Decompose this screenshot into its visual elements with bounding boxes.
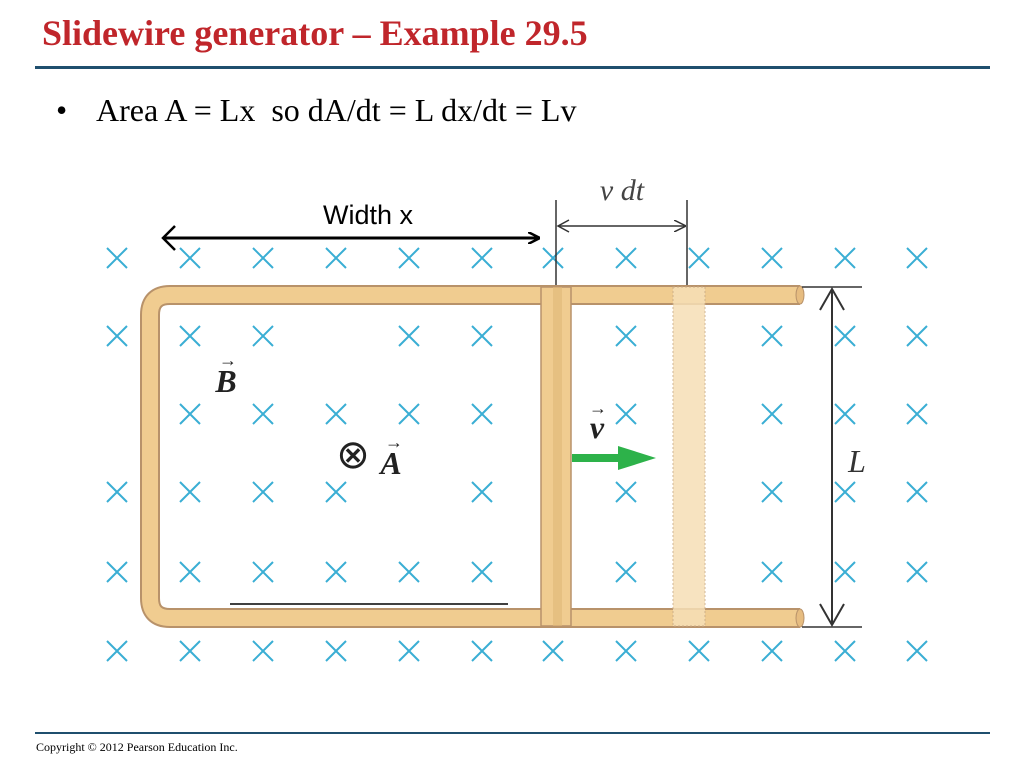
rail-end-top (795, 285, 805, 305)
footer-divider (35, 732, 990, 734)
field-x-marker (906, 247, 928, 269)
field-x-marker (252, 325, 274, 347)
field-x-marker (615, 325, 637, 347)
width-label: Width x (323, 200, 414, 230)
field-x-marker (761, 561, 783, 583)
vdt-label: v dt (600, 174, 645, 207)
field-vector-arrow: → (219, 350, 237, 370)
field-x-marker (325, 481, 347, 503)
length-arrow-head-bottom (819, 603, 845, 628)
field-x-marker (106, 247, 128, 269)
field-x-marker (615, 247, 637, 269)
field-x-marker (252, 481, 274, 503)
velocity-arrow-head (618, 446, 656, 470)
field-x-marker (179, 561, 201, 583)
field-x-marker (106, 481, 128, 503)
field-x-marker (106, 325, 128, 347)
field-x-marker (615, 481, 637, 503)
length-arrow-head-top (819, 286, 845, 311)
field-x-marker (542, 247, 564, 269)
field-x-marker (325, 640, 347, 662)
area-label: A (378, 445, 401, 481)
field-x-marker (761, 481, 783, 503)
width-arrow-head-left (161, 225, 176, 251)
field-x-marker (906, 325, 928, 347)
field-x-marker (325, 247, 347, 269)
field-x-marker (834, 481, 856, 503)
field-x-marker (179, 640, 201, 662)
field-x-marker (471, 325, 493, 347)
field-x-marker (761, 325, 783, 347)
area-into-page-symbol: ⊗ (336, 432, 370, 477)
field-x-marker (398, 247, 420, 269)
field-label: B (214, 363, 236, 399)
field-x-marker (106, 561, 128, 583)
bullet-marker: • (56, 92, 68, 128)
magnetic-field-grid (106, 247, 928, 662)
field-x-marker (906, 403, 928, 425)
field-x-marker (834, 325, 856, 347)
field-x-marker (398, 640, 420, 662)
u-rail (142, 287, 800, 626)
area-vector-arrow: → (385, 432, 403, 452)
title-divider (35, 66, 990, 69)
field-x-marker (542, 640, 564, 662)
field-x-marker (906, 561, 928, 583)
field-x-marker (179, 481, 201, 503)
field-x-marker (615, 561, 637, 583)
rod-later-position (672, 286, 706, 627)
field-x-marker (471, 403, 493, 425)
field-x-marker (252, 403, 274, 425)
field-x-marker (761, 247, 783, 269)
field-x-marker (761, 403, 783, 425)
field-x-marker (906, 481, 928, 503)
bullet-text: Area A = Lx so dA/dt = L dx/dt = Lv (96, 92, 577, 128)
field-x-marker (615, 640, 637, 662)
field-x-marker (471, 481, 493, 503)
field-x-marker (471, 561, 493, 583)
field-x-marker (398, 403, 420, 425)
field-x-marker (398, 561, 420, 583)
sliding-rod-shade (553, 287, 562, 626)
field-x-marker (179, 325, 201, 347)
field-x-marker (615, 403, 637, 425)
field-x-marker (106, 640, 128, 662)
field-x-marker (471, 247, 493, 269)
slidewire-diagram: Width x v dt L B → v → ⊗ A → (106, 174, 928, 662)
field-x-marker (398, 325, 420, 347)
length-label: L (847, 443, 866, 479)
field-x-marker (834, 247, 856, 269)
field-x-marker (471, 640, 493, 662)
field-x-marker (834, 403, 856, 425)
field-x-marker (252, 640, 274, 662)
field-x-marker (761, 640, 783, 662)
field-x-marker (834, 561, 856, 583)
velocity-label: v (590, 409, 605, 445)
field-x-marker (252, 247, 274, 269)
field-x-marker (688, 247, 710, 269)
rail-end-bottom (795, 608, 805, 628)
field-x-marker (252, 561, 274, 583)
field-x-marker (906, 640, 928, 662)
field-x-marker (325, 403, 347, 425)
copyright-text: Copyright © 2012 Pearson Education Inc. (36, 740, 238, 754)
field-x-marker (834, 640, 856, 662)
field-x-marker (179, 403, 201, 425)
slide-title: Slidewire generator – Example 29.5 (42, 13, 588, 53)
field-x-marker (179, 247, 201, 269)
field-x-marker (688, 640, 710, 662)
vdt-arrow-head-left (556, 219, 570, 233)
velocity-vector-arrow: → (589, 398, 607, 418)
bullet-item: • Area A = Lx so dA/dt = L dx/dt = Lv (56, 92, 576, 129)
field-x-marker (325, 561, 347, 583)
